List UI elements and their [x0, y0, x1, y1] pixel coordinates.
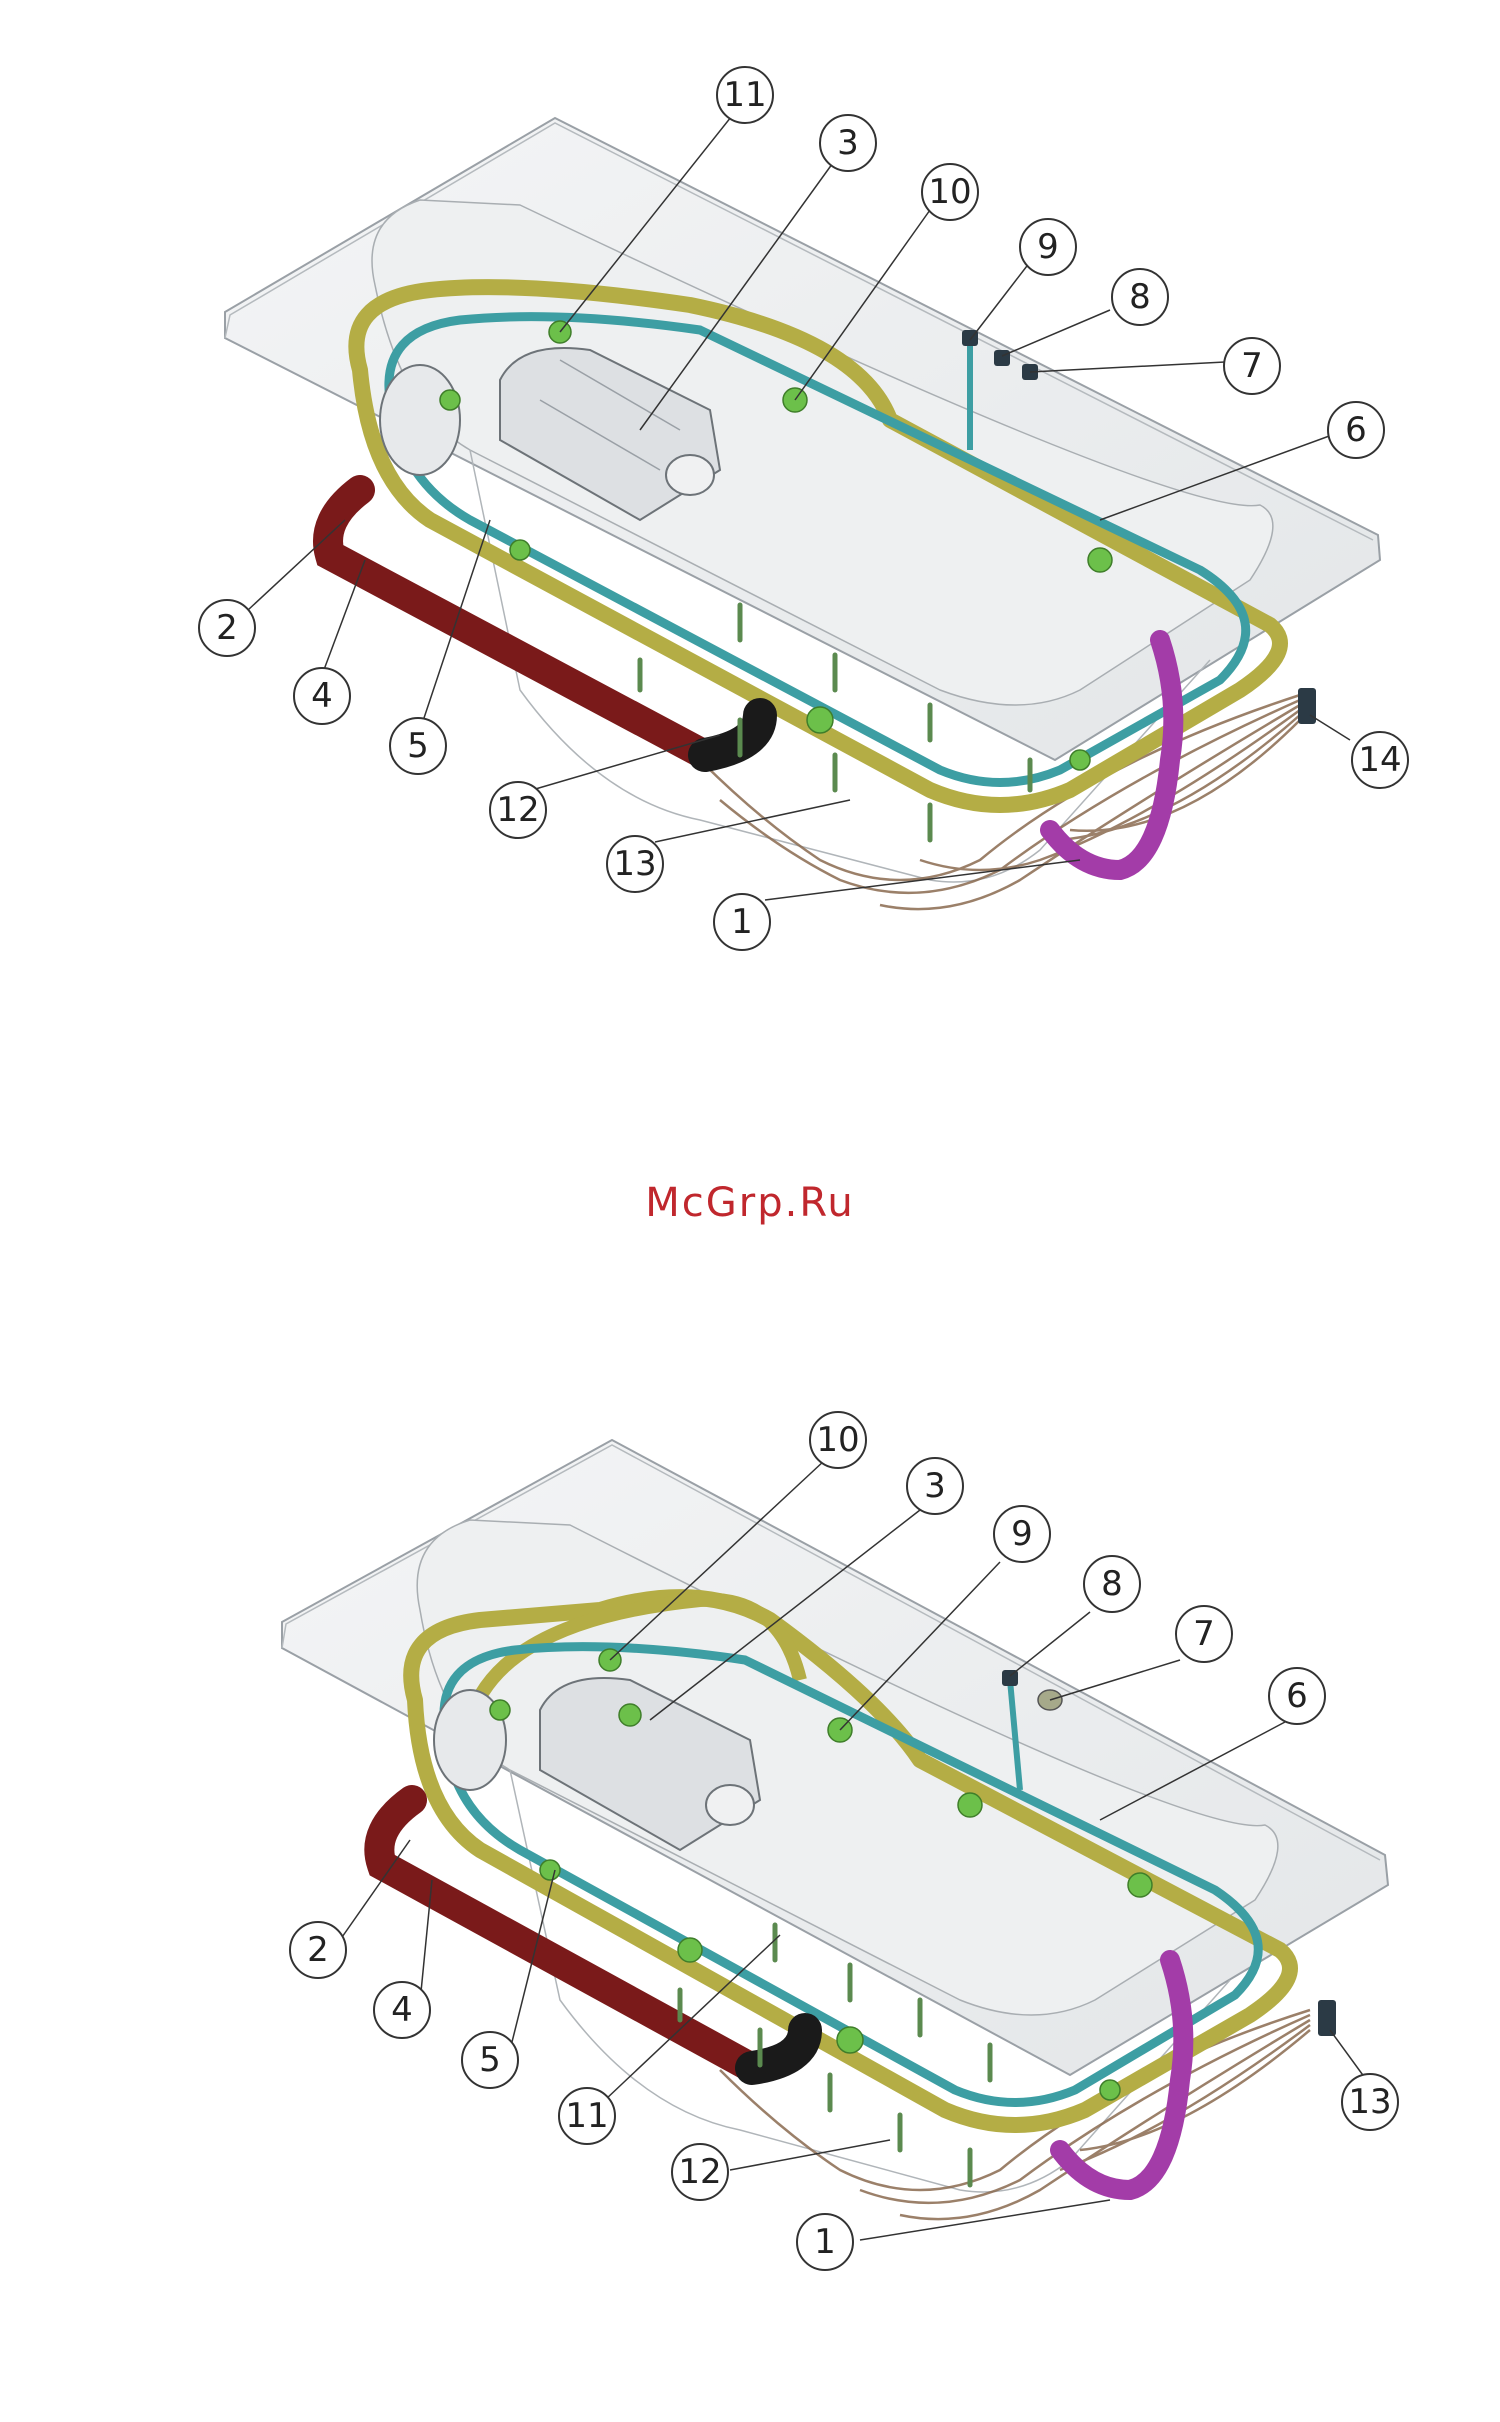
callout-11-bottom: 11: [565, 2096, 608, 2136]
callout-2-bottom: 2: [307, 1930, 329, 1970]
callout-7-top: 7: [1241, 346, 1263, 386]
wire-connector: [1298, 688, 1316, 724]
bottom-bathtub-diagram: [282, 1440, 1388, 2240]
callout-9-bottom: 9: [1011, 1514, 1033, 1554]
top-bathtub-diagram: [225, 112, 1380, 909]
callout-12-bottom: 12: [678, 2152, 721, 2192]
callout-8-top: 8: [1129, 277, 1151, 317]
callout-12-top: 12: [496, 790, 539, 830]
callout-14-top: 14: [1358, 740, 1401, 780]
callout-6-bottom: 6: [1286, 1676, 1308, 1716]
callout-3-top: 3: [837, 123, 859, 163]
callout-1-bottom: 1: [814, 2222, 836, 2262]
callout-4-top: 4: [311, 676, 333, 716]
callout-10-top: 10: [928, 172, 971, 212]
control-button-a: [994, 350, 1010, 366]
callout-1-top: 1: [731, 902, 753, 942]
callout-6-top: 6: [1345, 410, 1367, 450]
callout-4-bottom: 4: [391, 1990, 413, 2030]
callout-13-bottom: 13: [1348, 2082, 1391, 2122]
wire-connector-bottom: [1318, 2000, 1336, 2036]
callout-3-bottom: 3: [924, 1466, 946, 1506]
callout-9-top: 9: [1037, 227, 1059, 267]
callout-5-top: 5: [407, 726, 429, 766]
callout-8-bottom: 8: [1101, 1564, 1123, 1604]
callout-11-top: 11: [723, 75, 766, 115]
callout-10-bottom: 10: [816, 1420, 859, 1460]
callout-7-bottom: 7: [1193, 1614, 1215, 1654]
black-elbow: [705, 715, 760, 755]
callout-5-bottom: 5: [479, 2040, 501, 2080]
callout-13-top: 13: [613, 844, 656, 884]
callout-2-top: 2: [216, 608, 238, 648]
watermark-text: McGrp.Ru: [0, 1180, 1500, 1226]
